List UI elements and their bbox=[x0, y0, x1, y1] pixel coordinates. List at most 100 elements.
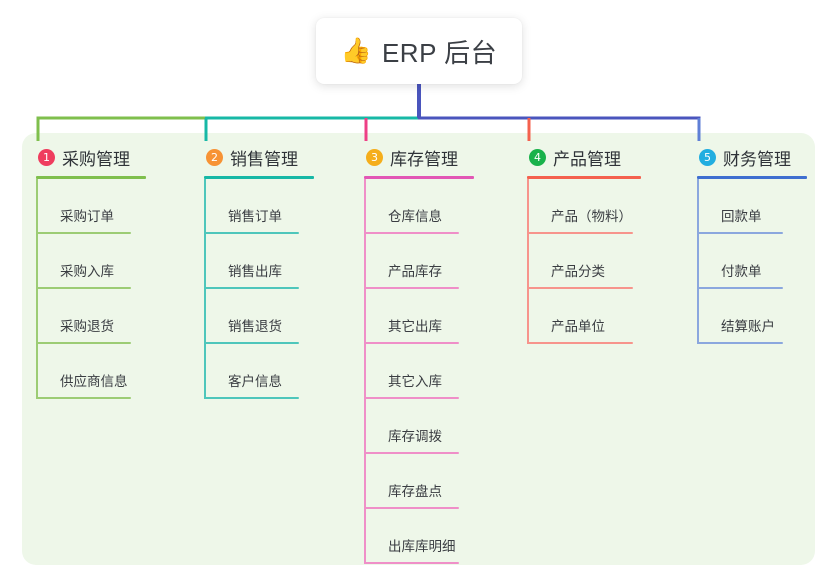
leaf-label: 产品单位 bbox=[551, 319, 605, 334]
branch-underline bbox=[527, 176, 641, 179]
branch-column-3: 3 库存管理 仓库信息 产品库存 其它出库 其它入库 库存调拨 库存盘点 出库库… bbox=[364, 144, 474, 564]
leaf-item-3-5[interactable]: 库存调拨 bbox=[364, 399, 474, 454]
leaf-underline bbox=[364, 232, 459, 234]
leaf-underline bbox=[697, 287, 783, 289]
leaf-underline bbox=[36, 342, 131, 344]
leaf-label: 其它入库 bbox=[388, 374, 442, 389]
leaf-item-5-2[interactable]: 付款单 bbox=[697, 234, 807, 289]
leaf-item-4-1[interactable]: 产品（物料） bbox=[527, 179, 641, 234]
leaf-label: 销售订单 bbox=[228, 209, 282, 224]
leaf-label: 销售出库 bbox=[228, 264, 282, 279]
leaf-underline bbox=[697, 232, 783, 234]
branch-header[interactable]: 4 产品管理 bbox=[527, 144, 641, 170]
branch-number-badge: 4 bbox=[529, 148, 546, 166]
thumbs-up-icon: 👍 bbox=[340, 36, 372, 65]
branch-number-badge: 5 bbox=[699, 148, 716, 166]
leaf-label: 其它出库 bbox=[388, 319, 442, 334]
leaf-item-3-2[interactable]: 产品库存 bbox=[364, 234, 474, 289]
leaf-item-3-7[interactable]: 出库库明细 bbox=[364, 509, 474, 564]
leaf-underline bbox=[364, 507, 459, 509]
branch-spine bbox=[697, 179, 699, 344]
leaf-item-3-6[interactable]: 库存盘点 bbox=[364, 454, 474, 509]
branch-spine bbox=[204, 179, 206, 399]
branch-title: 库存管理 bbox=[390, 149, 458, 169]
root-node-title: ERP 后台 bbox=[381, 37, 498, 68]
root-node-card[interactable]: 👍 ERP 后台 bbox=[316, 18, 522, 84]
leaf-underline bbox=[204, 342, 299, 344]
leaf-item-1-2[interactable]: 采购入库 bbox=[36, 234, 146, 289]
leaf-label: 产品分类 bbox=[551, 264, 605, 279]
leaf-label: 客户信息 bbox=[228, 374, 282, 389]
branch-header[interactable]: 5 财务管理 bbox=[697, 144, 807, 170]
leaf-label: 采购入库 bbox=[60, 264, 114, 279]
leaf-item-1-4[interactable]: 供应商信息 bbox=[36, 344, 146, 399]
branch-underline bbox=[364, 176, 474, 179]
leaf-label: 采购退货 bbox=[60, 319, 114, 334]
leaf-item-3-4[interactable]: 其它入库 bbox=[364, 344, 474, 399]
diagram-panel bbox=[22, 133, 815, 565]
branch-title: 采购管理 bbox=[62, 149, 130, 169]
leaf-label: 出库库明细 bbox=[388, 539, 456, 554]
branch-column-2: 2 销售管理 销售订单 销售出库 销售退货 客户信息 bbox=[204, 144, 314, 399]
leaf-underline bbox=[36, 232, 131, 234]
leaf-label: 库存盘点 bbox=[388, 484, 442, 499]
leaf-label: 仓库信息 bbox=[388, 209, 442, 224]
leaf-item-5-3[interactable]: 结算账户 bbox=[697, 289, 807, 344]
branch-title: 销售管理 bbox=[230, 149, 298, 169]
leaf-item-4-3[interactable]: 产品单位 bbox=[527, 289, 641, 344]
leaf-label: 回款单 bbox=[721, 209, 762, 224]
branch-spine bbox=[36, 179, 38, 399]
leaf-label: 付款单 bbox=[721, 264, 762, 279]
leaf-underline bbox=[527, 342, 633, 344]
leaf-item-5-1[interactable]: 回款单 bbox=[697, 179, 807, 234]
leaf-underline bbox=[364, 562, 459, 564]
branch-header[interactable]: 3 库存管理 bbox=[364, 144, 474, 170]
leaf-item-3-3[interactable]: 其它出库 bbox=[364, 289, 474, 344]
leaf-underline bbox=[36, 397, 131, 399]
branch-leaf-list: 销售订单 销售出库 销售退货 客户信息 bbox=[204, 179, 314, 399]
branch-column-5: 5 财务管理 回款单 付款单 结算账户 bbox=[697, 144, 807, 344]
leaf-label: 产品库存 bbox=[388, 264, 442, 279]
leaf-underline bbox=[697, 342, 783, 344]
leaf-item-1-3[interactable]: 采购退货 bbox=[36, 289, 146, 344]
leaf-item-4-2[interactable]: 产品分类 bbox=[527, 234, 641, 289]
leaf-underline bbox=[364, 397, 459, 399]
leaf-item-2-4[interactable]: 客户信息 bbox=[204, 344, 314, 399]
leaf-underline bbox=[204, 287, 299, 289]
branch-header[interactable]: 1 采购管理 bbox=[36, 144, 146, 170]
branch-underline bbox=[697, 176, 807, 179]
branch-column-1: 1 采购管理 采购订单 采购入库 采购退货 供应商信息 bbox=[36, 144, 146, 399]
leaf-underline bbox=[204, 397, 299, 399]
branch-leaf-list: 产品（物料） 产品分类 产品单位 bbox=[527, 179, 641, 344]
branch-spine bbox=[364, 179, 366, 564]
branch-column-4: 4 产品管理 产品（物料） 产品分类 产品单位 bbox=[527, 144, 641, 344]
branch-leaf-list: 回款单 付款单 结算账户 bbox=[697, 179, 807, 344]
branch-underline bbox=[36, 176, 146, 179]
leaf-label: 结算账户 bbox=[721, 319, 775, 334]
leaf-underline bbox=[364, 287, 459, 289]
leaf-underline bbox=[364, 342, 459, 344]
branch-spine bbox=[527, 179, 529, 344]
leaf-item-2-1[interactable]: 销售订单 bbox=[204, 179, 314, 234]
leaf-underline bbox=[527, 287, 633, 289]
leaf-underline bbox=[36, 287, 131, 289]
branch-underline bbox=[204, 176, 314, 179]
branch-number-badge: 1 bbox=[38, 148, 55, 166]
leaf-underline bbox=[204, 232, 299, 234]
leaf-underline bbox=[364, 452, 459, 454]
branch-leaf-list: 仓库信息 产品库存 其它出库 其它入库 库存调拨 库存盘点 出库库明细 bbox=[364, 179, 474, 564]
branch-title: 产品管理 bbox=[553, 149, 621, 169]
leaf-underline bbox=[527, 232, 633, 234]
leaf-item-2-3[interactable]: 销售退货 bbox=[204, 289, 314, 344]
leaf-item-1-1[interactable]: 采购订单 bbox=[36, 179, 146, 234]
leaf-label: 采购订单 bbox=[60, 209, 114, 224]
leaf-label: 供应商信息 bbox=[60, 374, 128, 389]
leaf-item-3-1[interactable]: 仓库信息 bbox=[364, 179, 474, 234]
branch-leaf-list: 采购订单 采购入库 采购退货 供应商信息 bbox=[36, 179, 146, 399]
branch-header[interactable]: 2 销售管理 bbox=[204, 144, 314, 170]
leaf-label: 产品（物料） bbox=[551, 209, 632, 224]
branch-number-badge: 3 bbox=[366, 148, 383, 166]
branch-title: 财务管理 bbox=[723, 149, 791, 169]
leaf-item-2-2[interactable]: 销售出库 bbox=[204, 234, 314, 289]
branch-number-badge: 2 bbox=[206, 148, 223, 166]
